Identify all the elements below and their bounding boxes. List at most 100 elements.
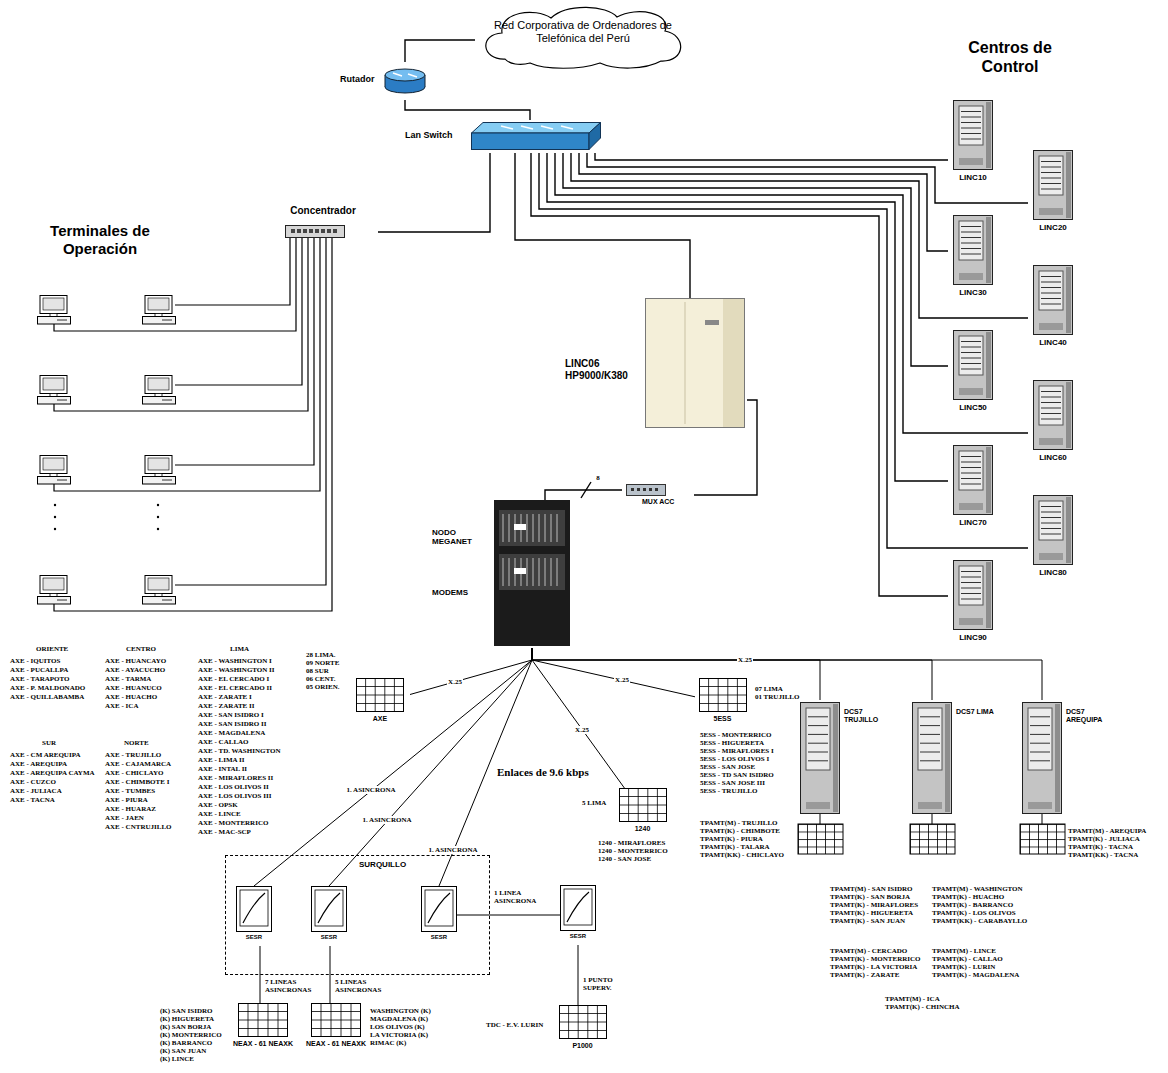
- terminal-wires: [54, 238, 332, 611]
- shape-part: [499, 554, 565, 590]
- shape-part: [986, 562, 991, 628]
- server-tower-icon: [800, 702, 840, 814]
- terminal-icon: [143, 576, 176, 605]
- shape-part: [1028, 802, 1052, 809]
- shape-part: [959, 566, 983, 605]
- shape-part: [961, 232, 981, 233]
- shape-part: [619, 805, 667, 806]
- shape-part: [920, 725, 940, 726]
- shape-part: [357, 679, 404, 712]
- shape-part: [918, 802, 942, 809]
- wire: [175, 238, 302, 385]
- shape-part: [1041, 506, 1061, 507]
- shape-part: [309, 229, 313, 233]
- shape-part: [959, 388, 983, 395]
- lan-switch-icon: [471, 122, 601, 150]
- site-group: SURQUILLOSESRSESRSESR: [225, 855, 490, 975]
- server-tower-icon: [912, 702, 952, 814]
- list-entry: TPAMT(K) - SAN JUAN: [830, 918, 905, 926]
- connector-line: [595, 153, 948, 160]
- list-entry: LA VICTORIA (K): [370, 1032, 428, 1040]
- leader-line: [820, 814, 821, 824]
- shape-part: [54, 504, 56, 506]
- node-label: LINC60: [1028, 453, 1078, 462]
- list-entry: TPAMT(M) - AREQUIPA: [1068, 828, 1146, 836]
- node-label: NEAX - 61 NEAXK: [305, 1040, 367, 1048]
- list-entry: AXE - PIURA: [105, 797, 148, 805]
- sesr-device: SESR: [421, 886, 457, 946]
- node-label: DCS7 TRUJILLO: [844, 708, 890, 724]
- list-entry: TPAMT(M) - LINCE: [932, 948, 996, 956]
- shape-part: [564, 889, 592, 925]
- sesr-device-icon: [236, 886, 272, 932]
- shape-part: [527, 558, 528, 586]
- list-entry: (K) HIGUERETA: [160, 1016, 214, 1024]
- exchange-grid: 1240: [615, 788, 670, 838]
- list-entry: 5ESS - TRUJILLO: [700, 788, 757, 796]
- list-entry: AXE - TD. WASHINGTON: [198, 748, 280, 756]
- section-heading: Centros de Control: [945, 38, 1075, 76]
- server-tower-icon: [953, 215, 993, 285]
- shape-part: [1041, 534, 1061, 535]
- shape-part: [291, 229, 295, 233]
- list-entry: AXE - LIMA II: [198, 757, 244, 765]
- list-entry: TPAMT(K) - LA VICTORIA: [830, 964, 917, 972]
- server-tower-icon: [1033, 265, 1073, 335]
- shape-part: [959, 618, 983, 625]
- list-entry: NORTE: [124, 740, 149, 748]
- shape-part: [561, 886, 596, 931]
- section-heading: Terminales de Operación: [25, 222, 175, 258]
- router-node: Rutador: [340, 62, 428, 100]
- server-tower: LINC90: [948, 560, 998, 648]
- server-tower: LINC60: [1028, 380, 1078, 468]
- shape-part: [920, 752, 940, 753]
- wire: [175, 238, 290, 305]
- list-entry: AXE - CNTRUJILLO: [105, 824, 172, 832]
- shape-part: [1039, 323, 1063, 330]
- shape-part: [700, 679, 747, 712]
- terminal-icon: [38, 376, 71, 405]
- shape-part: [1041, 391, 1061, 392]
- node-label: Rutador: [340, 74, 384, 84]
- node-label: DCS7 AREQUIPA: [1066, 708, 1112, 724]
- shape-part: [954, 561, 993, 630]
- shape-part: [1066, 382, 1071, 448]
- shape-part: [808, 760, 828, 761]
- node-label: SESR: [421, 934, 457, 941]
- node-label: 5ESS: [695, 715, 750, 723]
- shape-part: [1034, 381, 1073, 450]
- connector-line: [532, 648, 1042, 700]
- shape-part: [1041, 167, 1061, 168]
- shape-part: [286, 226, 345, 238]
- connector-label: X.25: [614, 676, 630, 684]
- connector-line: [555, 153, 1028, 433]
- shape-part: [240, 890, 268, 926]
- shape-part: [385, 69, 425, 81]
- node-label: Red Corporativa de Ordenadores de Telefó…: [493, 19, 673, 44]
- shape-part: [961, 599, 981, 600]
- list-entry: TPAMT(M) - TRUJILLO: [700, 820, 778, 828]
- shape-part: [808, 716, 828, 717]
- shape-part: [1041, 408, 1061, 409]
- shape-part: [311, 1020, 361, 1021]
- shape-part: [54, 528, 56, 530]
- list-entry: LOS OLIVOS (K): [370, 1024, 425, 1032]
- list-entry: AXE - WASHINGTON I: [198, 658, 272, 666]
- shape-part: [327, 229, 331, 233]
- shape-part: [557, 558, 558, 586]
- shape-part: [509, 514, 510, 542]
- connector-line: [547, 153, 948, 481]
- shape-part: [1041, 178, 1061, 179]
- node-label: SURQUILLO: [359, 860, 439, 869]
- shape-part: [808, 725, 828, 726]
- dcs-terminal-grids: [798, 814, 1065, 854]
- shape-part: [723, 299, 744, 427]
- list-entry: 5ESS - LOS OLIVOS I: [700, 756, 769, 764]
- shape-part: [499, 510, 565, 546]
- connector-label: 1. ASINCRONA: [345, 786, 396, 794]
- server-tower-icon: [1033, 495, 1073, 565]
- shape-part: [521, 126, 533, 129]
- terminal-icon: [38, 576, 71, 605]
- connector-line: [378, 153, 490, 232]
- list-entry: 28 LIMA.: [306, 652, 336, 660]
